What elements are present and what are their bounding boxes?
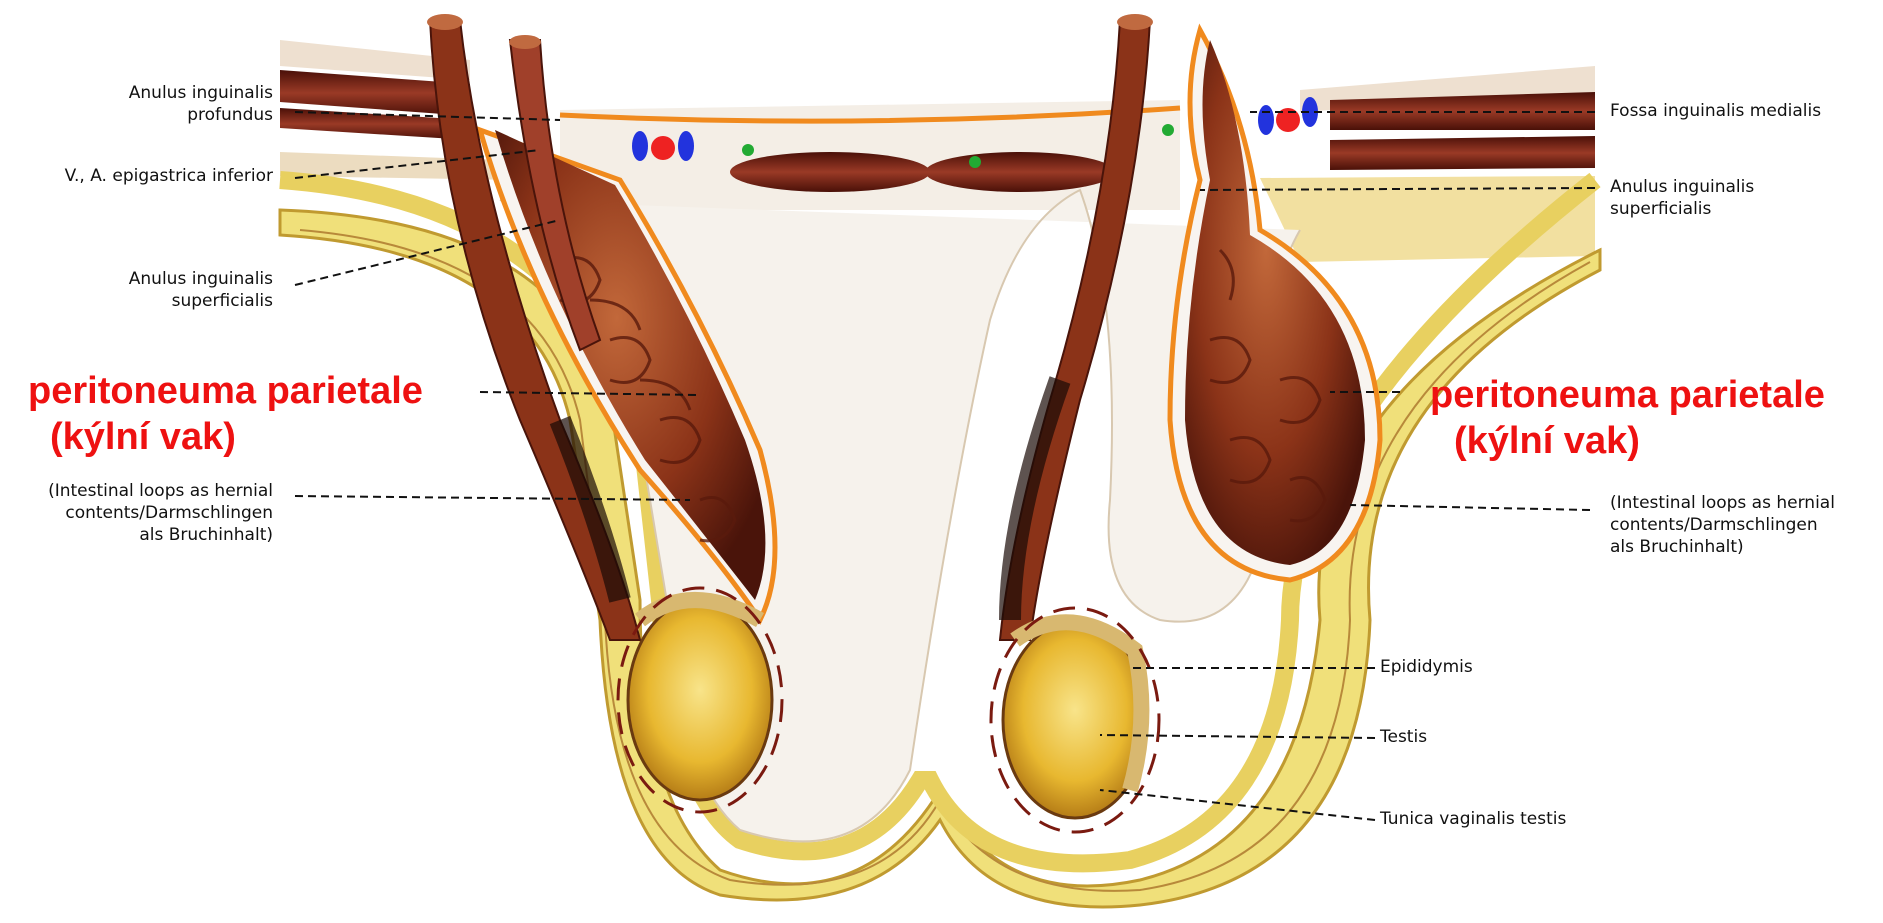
label-line: Testis — [1380, 726, 1427, 748]
label-line: Fossa inguinalis medialis — [1610, 100, 1821, 122]
label-line: als Bruchinhalt) — [48, 524, 273, 546]
overlay-line: (kýlní vak) — [1430, 418, 1825, 464]
label-epididymis: Epididymis — [1380, 656, 1473, 678]
label-line: V., A. epigastrica inferior — [65, 165, 273, 187]
overlay-line: peritoneuma parietale — [1430, 372, 1825, 418]
label-anulus-inguinalis-superficialis-left: Anulus inguinalis superficialis — [129, 268, 273, 312]
overlay-peritoneum-right: peritoneuma parietale (kýlní vak) — [1430, 372, 1825, 464]
label-line: (Intestinal loops as hernial — [1610, 492, 1835, 514]
right-testis — [991, 608, 1159, 832]
label-line: Anulus inguinalis — [129, 82, 273, 104]
label-intestinal-loops-right: (Intestinal loops as hernial contents/Da… — [1610, 492, 1835, 558]
overlay-line: peritoneuma parietale — [28, 368, 423, 414]
label-line: superficialis — [129, 290, 273, 312]
overlay-line: (kýlní vak) — [28, 414, 423, 460]
label-intestinal-loops-left: (Intestinal loops as hernial contents/Da… — [48, 480, 273, 546]
label-line: als Bruchinhalt) — [1610, 536, 1835, 558]
label-line: superficialis — [1610, 198, 1754, 220]
overlay-peritoneum-left: peritoneuma parietale (kýlní vak) — [28, 368, 423, 460]
left-testis — [618, 588, 782, 812]
label-testis: Testis — [1380, 726, 1427, 748]
label-line: Anulus inguinalis — [1610, 176, 1754, 198]
label-line: profundus — [129, 104, 273, 126]
label-tunica-vaginalis-testis: Tunica vaginalis testis — [1380, 808, 1566, 830]
label-line: (Intestinal loops as hernial — [48, 480, 273, 502]
label-line: contents/Darmschlingen — [48, 502, 273, 524]
midline-wall — [560, 100, 1180, 210]
label-anulus-inguinalis-profundus: Anulus inguinalis profundus — [129, 82, 273, 126]
label-line: Tunica vaginalis testis — [1380, 808, 1566, 830]
label-line: Epididymis — [1380, 656, 1473, 678]
label-line: contents/Darmschlingen — [1610, 514, 1835, 536]
label-anulus-inguinalis-superficialis-right: Anulus inguinalis superficialis — [1610, 176, 1754, 220]
label-fossa-inguinalis-medialis: Fossa inguinalis medialis — [1610, 100, 1821, 122]
label-epigastrica-inferior: V., A. epigastrica inferior — [65, 165, 273, 187]
label-line: Anulus inguinalis — [129, 268, 273, 290]
